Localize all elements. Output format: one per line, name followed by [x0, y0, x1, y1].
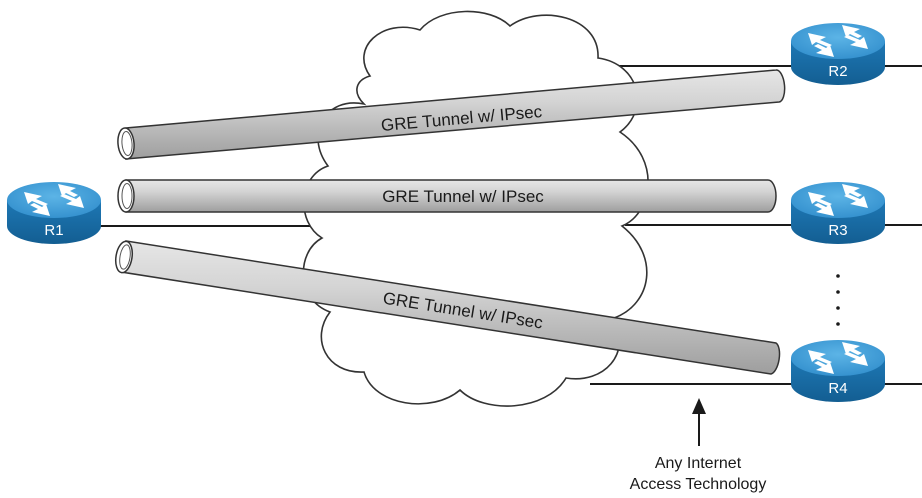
access-arrow — [692, 398, 706, 446]
tunnel-r1-r3: GRE Tunnel w/ IPsec — [117, 179, 777, 213]
router-r3-arrows-icon — [808, 184, 868, 216]
router-r1-label: R1 — [44, 222, 63, 239]
caption-line-2: Access Technology — [630, 476, 767, 493]
caption-line-1: Any Internet — [655, 455, 742, 472]
router-r4-top — [791, 340, 885, 376]
tunnel-r1-r3-body — [125, 179, 777, 213]
tunnel-r1-r2-body — [125, 69, 786, 160]
router-r4[interactable]: R4 — [791, 340, 885, 402]
tunnel-r1-r2-end-inner — [121, 131, 133, 156]
tunnel-r1-r4-end-inner — [119, 244, 131, 270]
dot-3 — [836, 306, 840, 310]
router-r4-label: R4 — [828, 380, 847, 397]
router-r2-top — [791, 23, 885, 59]
tunnel-r1-r4-body — [120, 240, 781, 375]
router-r1[interactable]: R1 — [7, 182, 101, 244]
router-r3-top — [791, 182, 885, 218]
router-r4-arrows-icon — [808, 342, 868, 374]
tunnel-r1-r3-end-inner — [121, 183, 133, 209]
router-r3-label: R3 — [828, 222, 847, 239]
dot-4 — [836, 322, 840, 326]
router-r1-arrows-icon — [24, 184, 84, 216]
router-r2-arrows-icon — [808, 25, 868, 57]
router-r2-label: R2 — [828, 63, 847, 80]
dot-1 — [836, 274, 840, 278]
router-r3[interactable]: R3 — [791, 182, 885, 244]
router-r2[interactable]: R2 — [791, 23, 885, 85]
dot-2 — [836, 290, 840, 294]
ellipsis-dots — [836, 274, 840, 326]
tunnel-r1-r3-label: GRE Tunnel w/ IPsec — [382, 187, 544, 206]
router-r1-top — [7, 182, 101, 218]
access-arrow-head — [692, 398, 706, 414]
